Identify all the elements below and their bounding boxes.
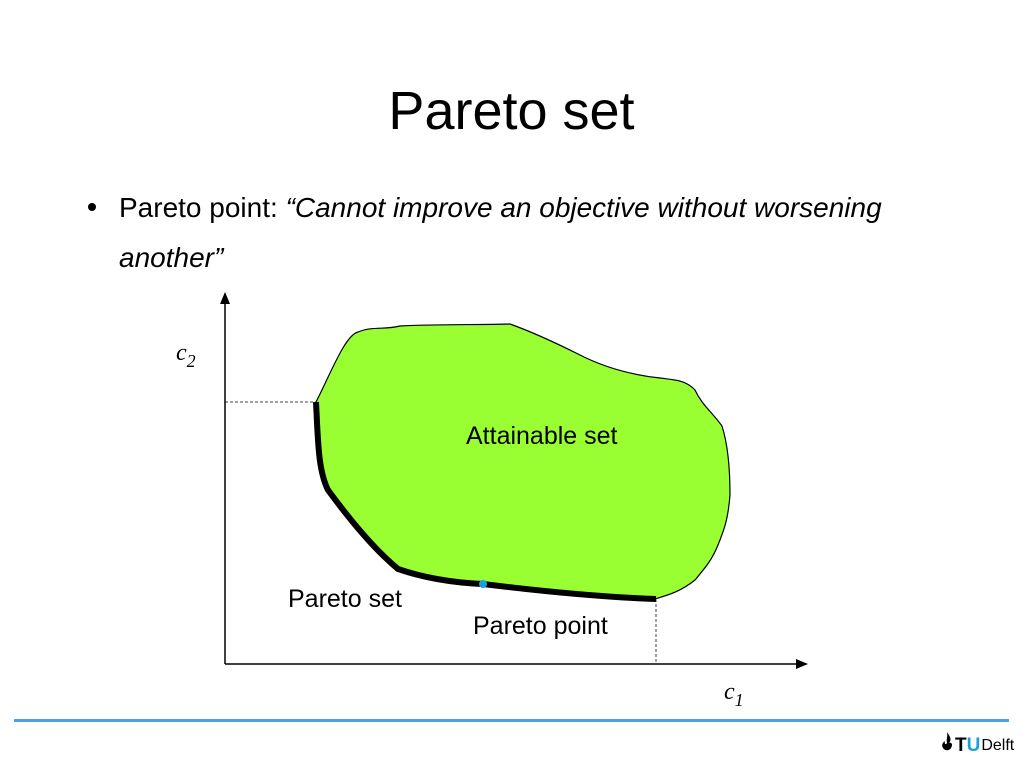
x-axis-label: c1	[724, 679, 744, 710]
bullet-text: Pareto point: “Cannot improve an objecti…	[119, 183, 909, 283]
footer-divider	[14, 719, 1009, 722]
attainable-set-label: Attainable set	[466, 422, 618, 450]
pareto-point-label: Pareto point	[473, 612, 608, 640]
y-axis-label: c2	[176, 340, 196, 371]
flame-icon	[942, 732, 953, 751]
pareto-set-label: Pareto set	[288, 585, 402, 613]
logo-letter-u: U	[966, 735, 981, 756]
bullet-quote: “Cannot improve an objective without wor…	[119, 192, 882, 273]
attainable-region	[315, 323, 731, 600]
logo-letter-t: T	[955, 735, 967, 756]
bullet-lead: Pareto point:	[119, 192, 286, 223]
pareto-set-curve	[313, 401, 657, 602]
pareto-point-marker	[479, 580, 487, 588]
logo-delft-text: Delft	[981, 737, 1015, 754]
x-axis-label-main: c	[724, 679, 735, 705]
bullet-dot	[88, 203, 96, 211]
x-axis-label-sub: 1	[735, 690, 744, 710]
y-axis-label-sub: 2	[187, 351, 196, 371]
slide-title: Pareto set	[388, 81, 635, 141]
y-axis-label-main: c	[176, 340, 187, 366]
